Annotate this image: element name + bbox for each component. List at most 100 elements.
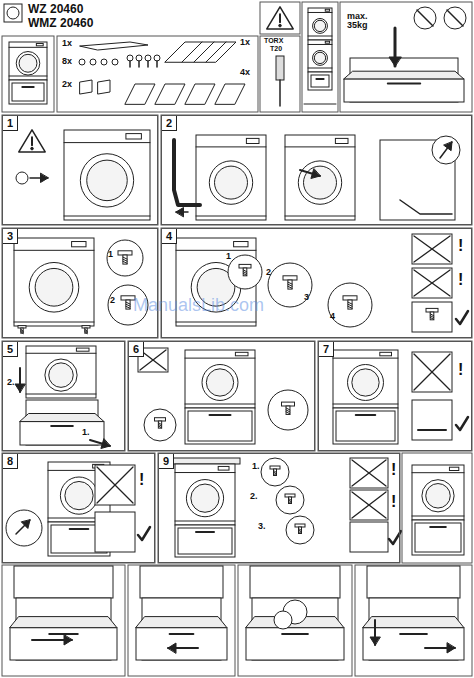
pedestal-open <box>344 58 464 102</box>
callout-number: 2. <box>7 378 15 387</box>
thread <box>126 302 130 304</box>
dryer <box>185 350 255 408</box>
step-number: 6 <box>129 342 144 357</box>
foot <box>295 524 305 534</box>
callout-number: 2 <box>266 268 271 277</box>
cross-line <box>352 492 386 518</box>
callout-number: 1 <box>226 252 231 261</box>
zoom-circle <box>107 240 143 276</box>
check-mark <box>456 417 468 430</box>
arrow-head <box>311 169 320 179</box>
sheet-grid <box>182 42 202 62</box>
cross-line <box>414 236 450 262</box>
plinth <box>308 36 332 37</box>
dryer-body <box>26 346 96 398</box>
arrow-head <box>22 520 30 528</box>
pedestal <box>333 408 398 444</box>
step-number: 2 <box>162 116 177 131</box>
callout-number: 2 <box>110 296 115 305</box>
dryer-knob <box>218 466 229 470</box>
ok-box <box>412 302 452 332</box>
door-glass <box>35 268 73 306</box>
arrow-head <box>41 174 49 183</box>
screwdriver-shaft <box>279 80 281 106</box>
control-panel <box>285 146 355 147</box>
thread <box>158 426 161 428</box>
quantity: 4x <box>240 68 250 77</box>
door-glass <box>191 484 219 512</box>
step-panel: 4 <box>161 228 472 338</box>
step-number: 8 <box>3 454 18 469</box>
zoom-circle <box>228 255 262 289</box>
warning-dot <box>279 24 282 27</box>
clamp <box>80 80 92 94</box>
panel-frame <box>260 2 300 34</box>
dryer <box>9 42 47 80</box>
power-cable <box>400 200 452 214</box>
drawer-opening <box>20 414 104 422</box>
door-glass <box>49 363 74 388</box>
zoom-circle <box>268 390 308 430</box>
dryer-body <box>175 464 235 525</box>
logo-door <box>7 7 19 19</box>
foot-screw <box>299 527 302 534</box>
door-glass <box>304 166 337 199</box>
drawer-handle <box>210 414 231 416</box>
pedestal-body <box>412 520 464 555</box>
foot-plate <box>118 251 132 255</box>
zoom-circle <box>328 283 372 327</box>
door-glass <box>352 369 379 396</box>
thread <box>123 259 127 261</box>
cross-line <box>352 492 386 518</box>
washer <box>79 59 85 65</box>
door-glass <box>426 484 451 509</box>
dryer-body <box>308 8 332 40</box>
zoom-circle <box>432 136 460 164</box>
quantity: 1x <box>62 39 72 48</box>
step-panel: 1 <box>2 115 158 225</box>
callout-number: 1. <box>82 428 90 437</box>
foot <box>18 326 26 334</box>
plinth <box>175 521 235 522</box>
foot <box>239 264 251 275</box>
dryer-door <box>202 365 238 401</box>
drawer-front <box>311 75 329 87</box>
no-fire-icon <box>444 7 466 29</box>
pedestal-open <box>246 598 344 660</box>
foot <box>282 402 295 414</box>
cross-line <box>97 467 133 503</box>
pedestal <box>9 80 47 104</box>
dryer-body <box>9 42 47 80</box>
screw-head <box>145 55 151 61</box>
thread <box>288 286 292 288</box>
arrow-head <box>168 643 176 653</box>
warning-mark <box>31 137 33 145</box>
prohibit-line <box>417 10 433 26</box>
warning-box <box>95 465 135 505</box>
callout-number: 2. <box>250 492 258 501</box>
panel-frame <box>128 565 235 676</box>
arrow-head <box>64 635 72 645</box>
sheet-grid <box>194 42 214 62</box>
dryer-door <box>209 161 252 204</box>
dryer-door <box>422 480 454 512</box>
control-panel <box>9 47 47 48</box>
drawer-front <box>336 411 395 441</box>
dryer-knob <box>72 242 86 247</box>
load-limit: max. 35kg <box>347 12 383 31</box>
step-panel: 8 <box>2 453 155 563</box>
warning-mark: ! <box>391 462 396 479</box>
foot-plate <box>215 84 245 104</box>
screw-head <box>127 55 133 61</box>
drawer-front <box>188 411 252 441</box>
plinth <box>176 322 256 323</box>
plug-icon <box>16 172 28 184</box>
step-panel: 7 <box>318 341 472 451</box>
foot-screw <box>243 268 247 276</box>
dryer-door <box>186 480 223 517</box>
plinth <box>26 394 96 395</box>
ok-box <box>350 522 388 552</box>
panel-frame <box>302 2 338 112</box>
screw-shaft <box>129 61 131 67</box>
thread <box>430 317 434 319</box>
